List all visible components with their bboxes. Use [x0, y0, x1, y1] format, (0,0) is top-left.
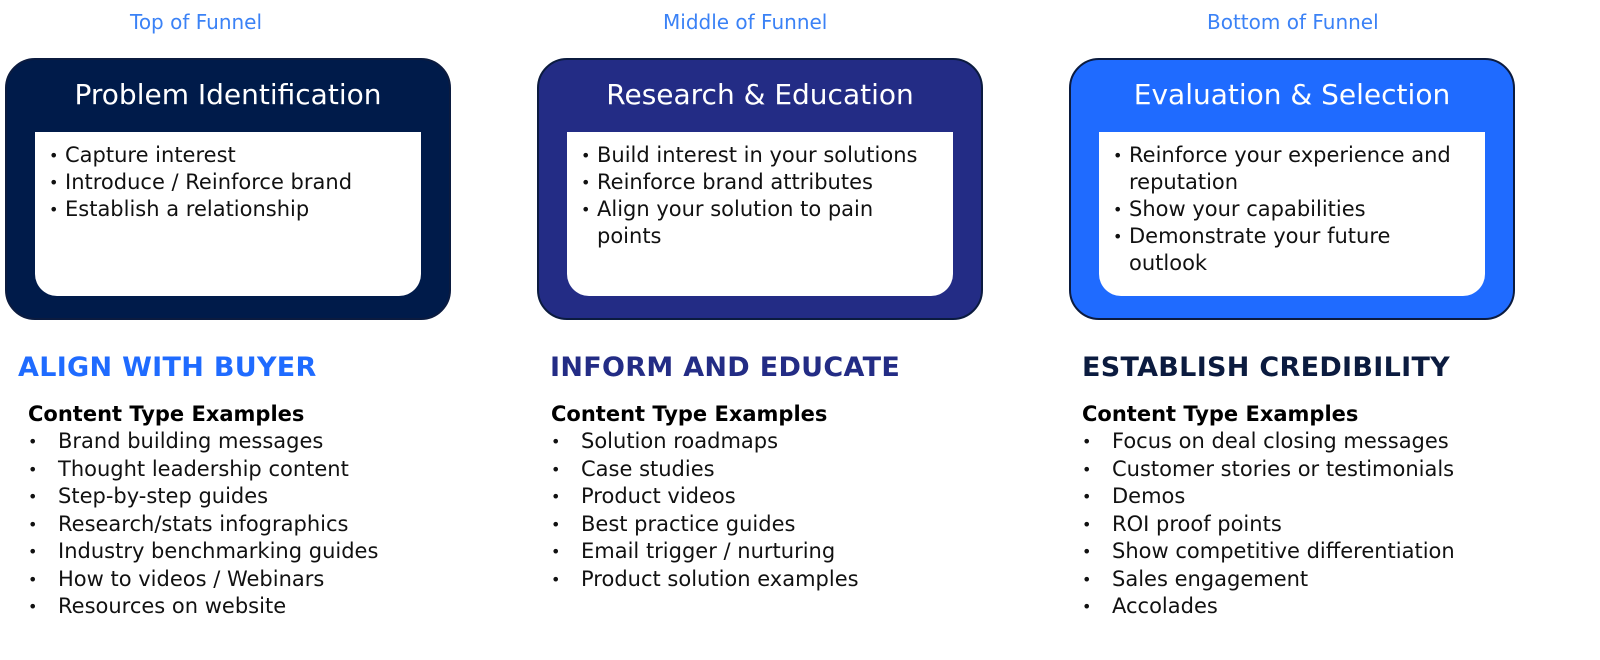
- section-heading: INFORM AND EDUCATE: [550, 352, 901, 383]
- list-item: Email trigger / nurturing: [551, 538, 859, 566]
- list-item: Best practice guides: [551, 511, 859, 539]
- problem-identification-card: Problem Identification Capture interest …: [5, 58, 451, 320]
- card-bullet: Capture interest: [47, 142, 409, 169]
- list-item: Customer stories or testimonials: [1082, 456, 1455, 484]
- list-item: Demos: [1082, 483, 1455, 511]
- examples-title: Content Type Examples: [28, 402, 305, 426]
- list-item: Research/stats infographics: [28, 511, 378, 539]
- examples-list: Focus on deal closing messages Customer …: [1082, 428, 1455, 621]
- card-title: Evaluation & Selection: [1133, 78, 1451, 111]
- section-heading: ESTABLISH CREDIBILITY: [1082, 352, 1451, 383]
- list-item: Focus on deal closing messages: [1082, 428, 1455, 456]
- list-item: Solution roadmaps: [551, 428, 859, 456]
- card-title: Problem Identification: [74, 78, 382, 111]
- card-title: Research & Education: [606, 78, 914, 111]
- examples-title: Content Type Examples: [1082, 402, 1359, 426]
- list-item: Case studies: [551, 456, 859, 484]
- card-bullet: Demonstrate your future outlook: [1111, 223, 1473, 277]
- examples-title: Content Type Examples: [551, 402, 828, 426]
- evaluation-selection-card: Evaluation & Selection Reinforce your ex…: [1069, 58, 1515, 320]
- card-bullet: Build interest in your solutions: [579, 142, 941, 169]
- examples-list: Solution roadmaps Case studies Product v…: [551, 428, 859, 593]
- card-bullets-panel: Build interest in your solutions Reinfor…: [567, 132, 953, 296]
- list-item: Show competitive differentiation: [1082, 538, 1455, 566]
- list-item: How to videos / Webinars: [28, 566, 378, 594]
- list-item: Thought leadership content: [28, 456, 378, 484]
- stage-label: Middle of Funnel: [663, 10, 828, 34]
- card-bullet: Establish a relationship: [47, 196, 409, 223]
- stage-label: Bottom of Funnel: [1207, 10, 1379, 34]
- card-bullets-panel: Reinforce your experience and reputation…: [1099, 132, 1485, 296]
- card-bullet: Introduce / Reinforce brand: [47, 169, 409, 196]
- list-item: ROI proof points: [1082, 511, 1455, 539]
- list-item: Industry benchmarking guides: [28, 538, 378, 566]
- list-item: Brand building messages: [28, 428, 378, 456]
- list-item: Product solution examples: [551, 566, 859, 594]
- card-bullet: Align your solution to pain points: [579, 196, 941, 250]
- examples-list: Brand building messages Thought leadersh…: [28, 428, 378, 621]
- card-bullet: Reinforce your experience and reputation: [1111, 142, 1473, 196]
- card-bullets-panel: Capture interest Introduce / Reinforce b…: [35, 132, 421, 296]
- card-bullet: Show your capabilities: [1111, 196, 1473, 223]
- list-item: Step-by-step guides: [28, 483, 378, 511]
- card-bullet: Reinforce brand attributes: [579, 169, 941, 196]
- list-item: Sales engagement: [1082, 566, 1455, 594]
- list-item: Product videos: [551, 483, 859, 511]
- stage-label: Top of Funnel: [130, 10, 263, 34]
- list-item: Accolades: [1082, 593, 1455, 621]
- section-heading: ALIGN WITH BUYER: [18, 352, 317, 383]
- research-education-card: Research & Education Build interest in y…: [537, 58, 983, 320]
- list-item: Resources on website: [28, 593, 378, 621]
